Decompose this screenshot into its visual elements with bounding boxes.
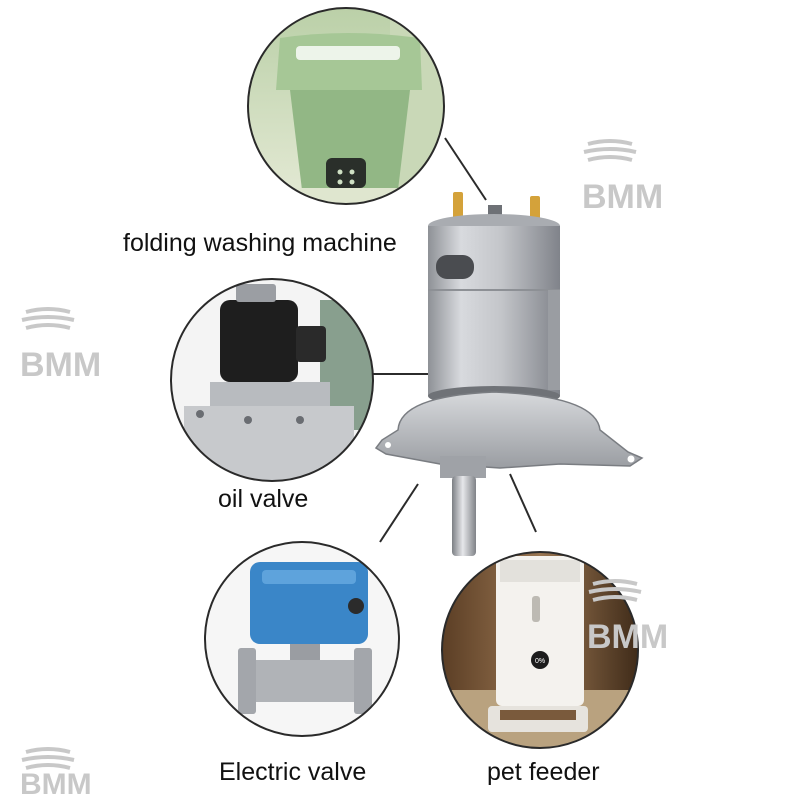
connector-electric-valve — [379, 483, 419, 543]
label-pet-feeder: pet feeder — [487, 758, 600, 786]
washer-photo — [248, 8, 444, 204]
connector-washer — [444, 137, 487, 201]
watermark-logo: BMM — [20, 747, 92, 800]
shaft-collar — [440, 456, 486, 478]
motor-body — [428, 226, 560, 396]
gearbox-base — [374, 391, 644, 469]
feeder-display — [531, 651, 549, 669]
label-folding-washing-machine: folding washing machine — [123, 229, 397, 257]
watermark-text: BMM — [587, 618, 668, 656]
watermark-logo: BMM — [587, 579, 668, 656]
feeder-body — [496, 556, 584, 706]
washer-control-panel — [326, 158, 366, 188]
connector-pet-feeder — [509, 473, 537, 533]
motor-terminal-left — [453, 192, 463, 222]
feeder-display-text: 0% — [535, 658, 545, 665]
label-electric-valve: Electric valve — [219, 758, 367, 786]
ball-valve-body — [248, 660, 362, 702]
valve-bonnet — [210, 382, 330, 408]
oil-valve-photo — [171, 279, 373, 481]
watermark-logo: BMM — [20, 307, 101, 384]
dc-motor — [374, 192, 644, 556]
label-oil-valve: oil valve — [218, 485, 309, 513]
washer-photo-border — [247, 7, 445, 205]
oil-valve-photo-border — [170, 278, 374, 482]
connector-lines — [372, 137, 537, 543]
watermark-group: BMM BMM BMM BMM — [20, 139, 668, 800]
electric-valve-photo — [205, 542, 399, 736]
electric-valve-photo-border — [204, 541, 400, 737]
pet-feeder-photo-border — [441, 551, 639, 749]
watermark-text: BMM — [20, 768, 92, 800]
watermark-text: BMM — [582, 178, 663, 216]
output-shaft — [452, 476, 476, 556]
valve-body — [184, 406, 354, 481]
watermark-text: BMM — [20, 346, 101, 384]
watermark-logo: BMM — [582, 139, 663, 216]
motor-vent — [436, 255, 474, 279]
solenoid-coil — [220, 300, 298, 382]
